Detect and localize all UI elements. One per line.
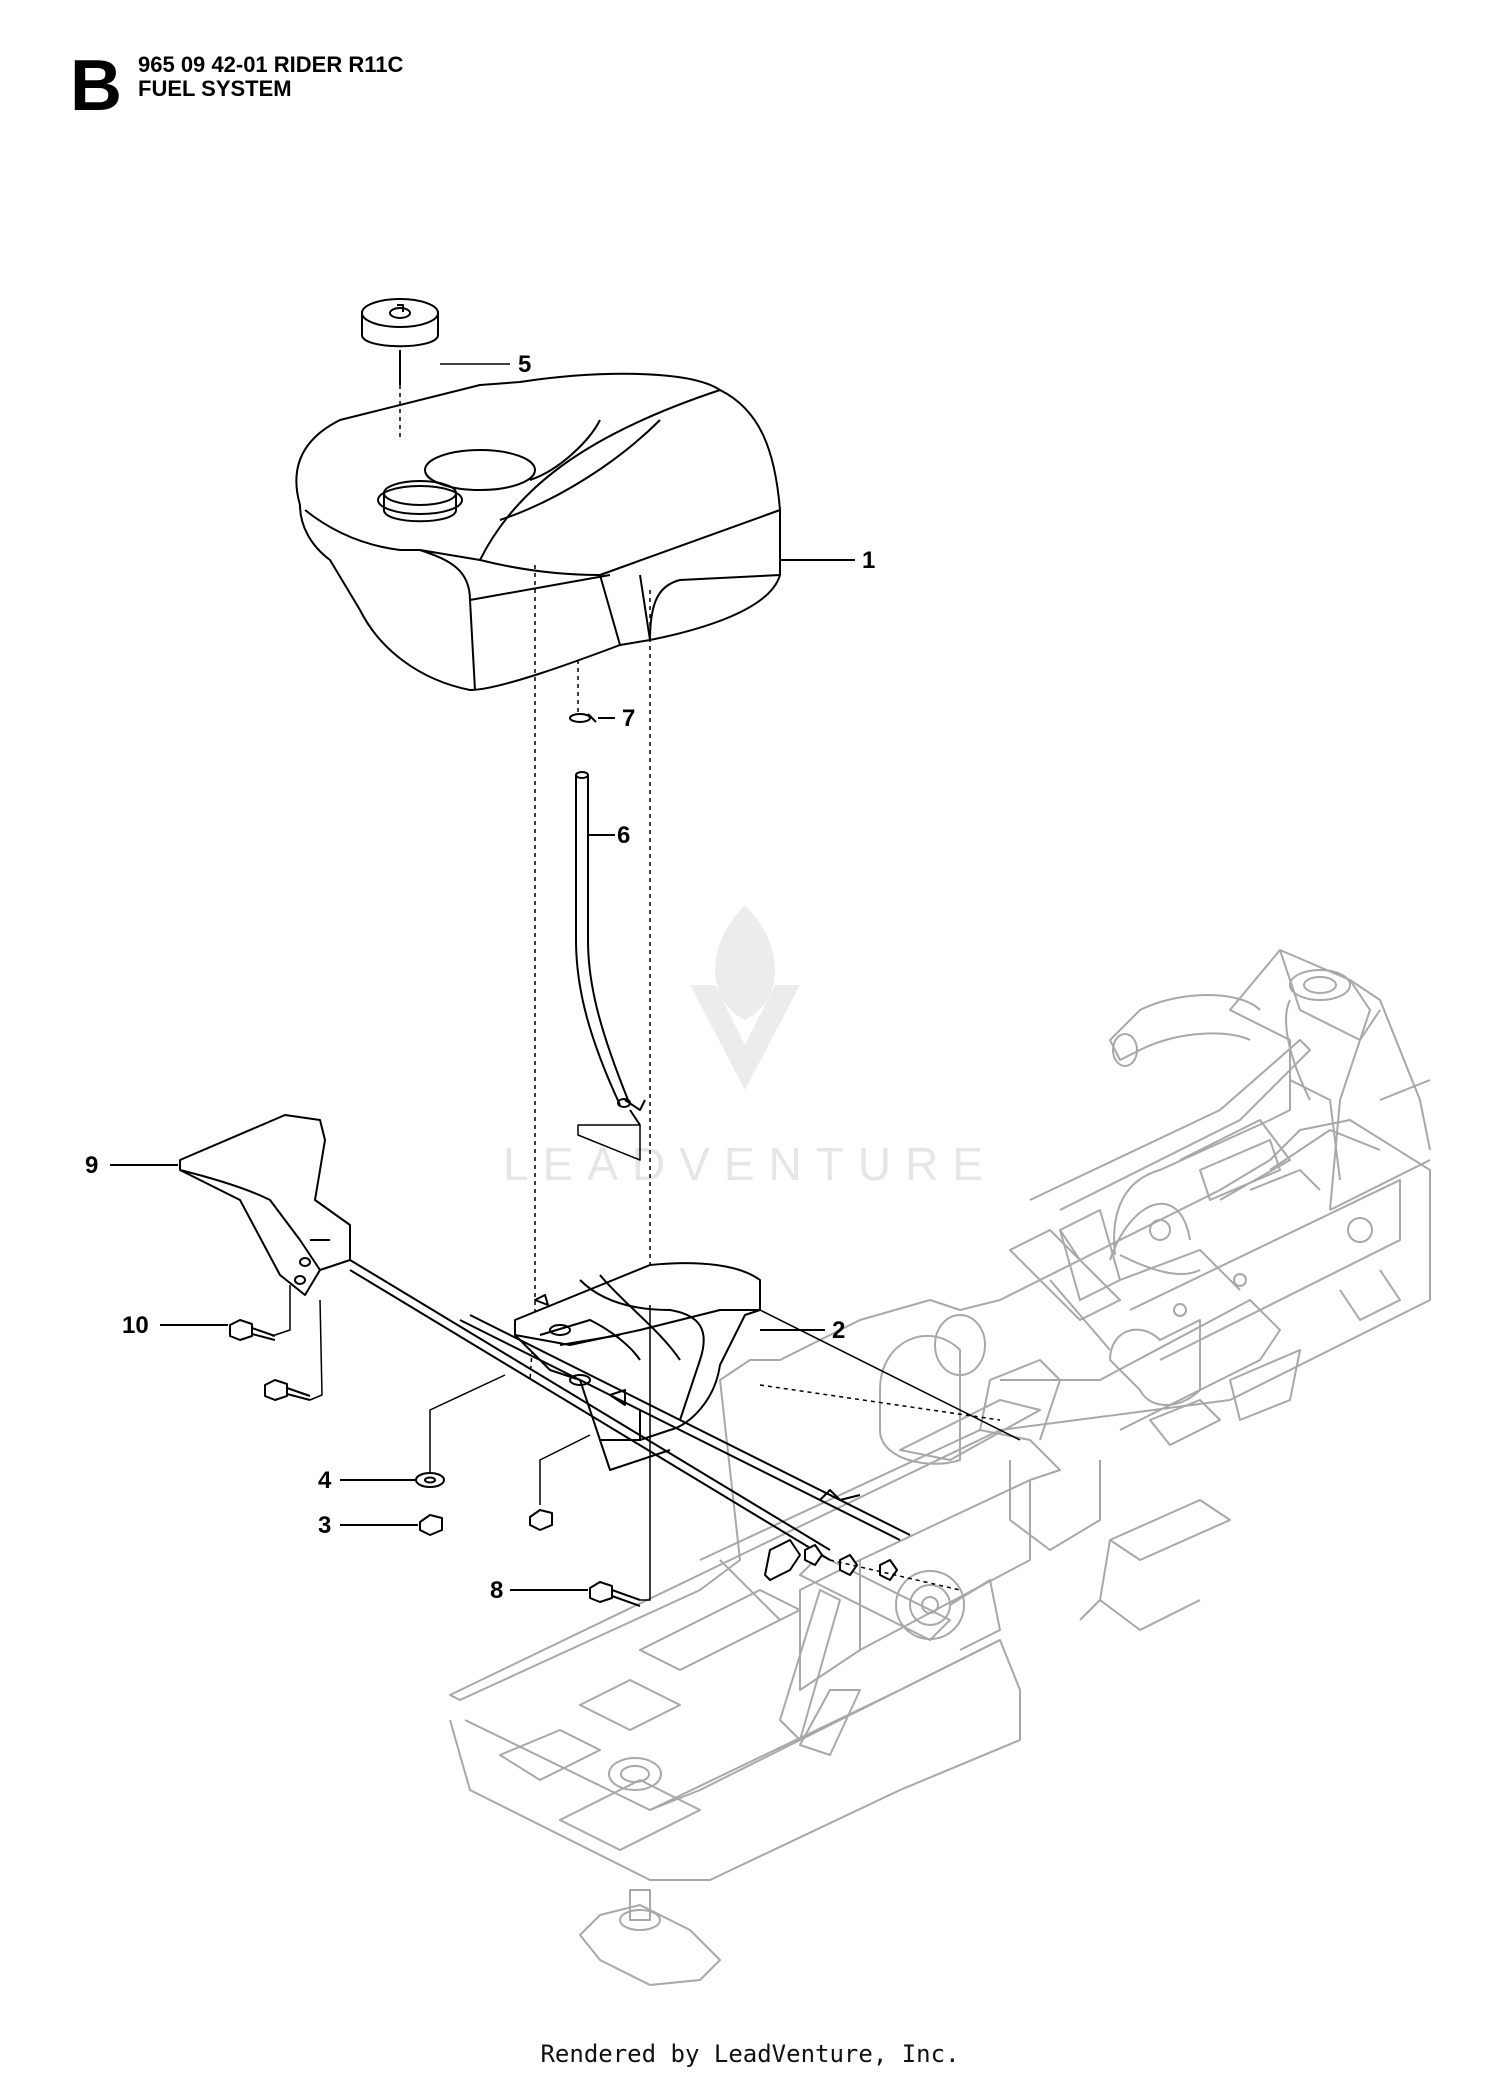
part-1-fuel-tank [295,372,855,691]
part-9-deflector [110,1114,351,1296]
section-title: FUEL SYSTEM [138,76,292,101]
callout-5: 5 [518,351,531,378]
part-7-clamp [569,713,615,723]
callout-8: 8 [490,1577,503,1604]
watermark: LEADVENTURE [503,905,997,1190]
footer-credit: Rendered by LeadVenture, Inc. [540,2040,960,2068]
section-letter: B [70,46,122,126]
callout-9: 9 [85,1152,98,1179]
part-4-washer [340,1374,506,1488]
part-5-fuel-cap [361,298,439,385]
rider-frame [449,949,1431,1986]
callouts: 1 2 3 4 5 6 7 8 9 10 [85,351,875,1604]
part-3-nut [340,1514,443,1536]
watermark-flame-icon [715,905,775,1020]
callout-6: 6 [617,822,630,849]
parts [110,298,1021,1607]
callout-10: 10 [122,1312,149,1339]
mount-bracket [759,1309,1021,1591]
part-2-tank-support [514,1262,825,1471]
watermark-text: LEADVENTURE [503,1138,997,1190]
callout-3: 3 [318,1512,331,1539]
callout-7: 7 [622,705,635,732]
callout-2: 2 [832,1317,845,1344]
part-8-bolt [510,1305,651,1607]
callout-1: 1 [862,547,875,574]
model-title: 965 09 42-01 RIDER R11C [138,52,404,77]
nut [529,1434,591,1531]
mounting-rods [349,1259,911,1561]
part-6-fuel-hose [575,771,646,1161]
watermark-v-icon [690,985,800,1090]
callout-4: 4 [318,1467,332,1494]
part-10-bolts [160,1285,323,1401]
